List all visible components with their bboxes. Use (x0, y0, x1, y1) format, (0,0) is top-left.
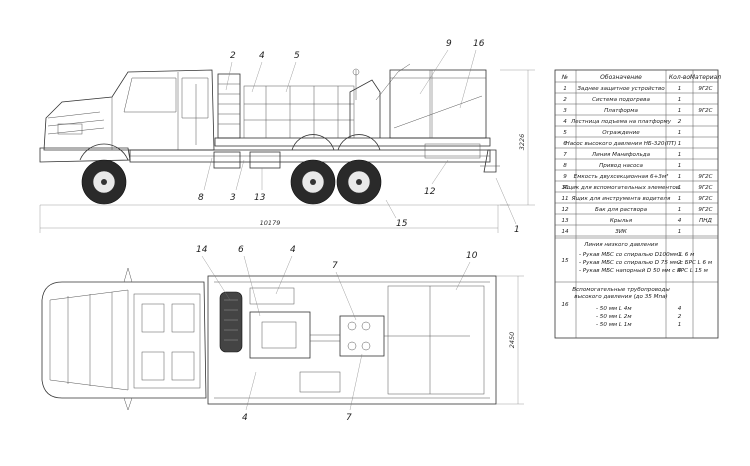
callout-14: 14 (196, 245, 208, 255)
table-cell-num: 2 (563, 97, 567, 103)
row16-qty-3: 1 (678, 322, 682, 328)
header-qty: Кол-во (669, 74, 690, 81)
table-cell-num: 13 (561, 218, 569, 224)
table-cell-material: ПНД (699, 218, 712, 224)
row16-line-3: - 50 мм L 1м (596, 322, 632, 328)
table-cell-num: 3 (563, 108, 567, 114)
table-cell-material: 9Г2С (698, 108, 712, 114)
table-cell-qty: 1 (678, 108, 682, 114)
row16-num: 16 (561, 302, 569, 308)
table-cell-qty: 1 (678, 130, 682, 136)
callout-3: 3 (230, 193, 236, 203)
header-num: № (561, 74, 568, 81)
callout-8: 8 (198, 193, 204, 203)
table-cell-num: 1 (563, 86, 567, 92)
header-material: Материал (690, 74, 721, 81)
table-cell-qty: 1 (678, 141, 682, 147)
callout-4: 4 (259, 51, 265, 61)
row15-line-3: - Рукав МБС напорный D 50 мм с БРС L 15 … (579, 268, 709, 274)
row15-line-1: - Рукав МБС со спиралью D100мм L 6 м (579, 252, 695, 258)
row15-qty-2: 2 (678, 260, 682, 266)
row16-title-a: Вспомогательные трубопроводы (572, 287, 670, 293)
table-cell-num: 14 (561, 229, 569, 235)
height-dimension: 3226 (518, 134, 526, 151)
callout-4-top: 4 (290, 245, 296, 255)
table-cell-num: 12 (561, 207, 569, 213)
table-cell-num: 8 (563, 163, 567, 169)
callout-7-top: 7 (332, 261, 338, 271)
table-cell-num: 7 (563, 152, 567, 158)
table-cell-qty: 4 (678, 218, 682, 224)
table-cell-material: 9Г2С (698, 174, 712, 180)
table-cell-qty: 1 (678, 196, 682, 202)
length-dimension: 10179 (260, 219, 281, 227)
table-cell-name: Линия Манифольда (591, 152, 651, 158)
table-cell-name: Платформа (604, 108, 638, 114)
table-cell-name: Ящик для инструмента водителя (571, 196, 671, 202)
table-cell-qty: 1 (678, 207, 682, 213)
table-cell-qty: 1 (678, 163, 682, 169)
callout-13: 13 (254, 193, 266, 203)
table-cell-material: 9Г2С (698, 185, 712, 191)
specification-table: № Обозначение Кол-во Материал 1 Заднее за… (554, 69, 721, 339)
row16-line-1: - 50 мм L 4м (596, 306, 632, 312)
callout-6: 6 (238, 245, 244, 255)
callout-5: 5 (294, 51, 300, 61)
table-cell-material: 9Г2С (698, 196, 712, 202)
table-body: 1 Заднее защитное устройство 1 9Г2С 2 Система… (555, 86, 718, 237)
table-cell-name: Лестница подъема на платформу (570, 119, 672, 125)
table-cell-num: 10 (561, 185, 569, 191)
row16-qty-1: 4 (678, 306, 682, 312)
width-dimension: 2450 (508, 332, 516, 349)
table-cell-qty: 1 (678, 152, 682, 158)
table-cell-num: 9 (563, 174, 567, 180)
callout-1: 1 (514, 225, 520, 235)
table-cell-material: 9Г2С (698, 207, 712, 213)
table-cell-qty: 1 (678, 185, 682, 191)
table-cell-num: 11 (561, 196, 568, 202)
table-cell-qty: 1 (678, 86, 682, 92)
table-cell-name: Привод насоса (599, 163, 643, 169)
row16-qty-2: 2 (678, 314, 682, 320)
row15-title: Линия низкого давления (583, 242, 658, 248)
row15-qty-3: 4 (678, 268, 682, 274)
row15-qty-1: 1 (678, 252, 682, 258)
table-cell-name: Бак для раствора (595, 207, 648, 213)
callout-2: 2 (230, 51, 236, 61)
table-cell-name: Емкость двухсекционная 6+3м³ (574, 173, 669, 180)
table-cell-qty: 2 (678, 119, 682, 125)
table-cell-name: ЗИК (615, 229, 628, 235)
row16-title-b: высокого давления (до 35 Мпа) (574, 294, 667, 300)
side-view: 3226 10179 9 16 2 4 5 8 3 13 12 15 (39, 39, 535, 235)
row15-line-2: - Рукав МБС со спиралью D 75 мм с БРС L … (579, 260, 713, 266)
table-cell-name: Заднее защитное устройство (577, 86, 665, 92)
callout-9: 9 (446, 39, 452, 49)
top-view: 2450 14 6 4 7 10 4 7 (41, 245, 524, 423)
callout-7-bottom: 7 (346, 413, 352, 423)
row15-num: 15 (561, 258, 569, 264)
callout-4-bottom: 4 (242, 413, 248, 423)
callout-12: 12 (424, 187, 436, 197)
table-cell-num: 5 (563, 130, 567, 136)
callout-16: 16 (473, 39, 485, 49)
table-cell-name: Крылья (610, 218, 633, 224)
table-cell-qty: 1 (678, 97, 682, 103)
table-cell-name: Насос высокого давления НБ-320(ПТ) (566, 141, 677, 147)
table-cell-qty: 1 (678, 229, 682, 235)
table-cell-name: Ограждение (602, 130, 640, 136)
callout-10: 10 (466, 251, 478, 261)
row16-line-2: - 50 мм L 2м (596, 314, 632, 320)
callout-15: 15 (396, 219, 408, 229)
table-cell-num: 6 (563, 141, 567, 147)
table-cell-qty: 1 (678, 174, 682, 180)
table-cell-num: 4 (563, 119, 567, 125)
header-name: Обозначение (600, 74, 642, 81)
table-cell-material: 9Г2С (698, 86, 712, 92)
table-cell-name: Система подогрева (592, 97, 650, 103)
table-cell-name: Ящик для вспомогательных элементов (562, 185, 679, 191)
